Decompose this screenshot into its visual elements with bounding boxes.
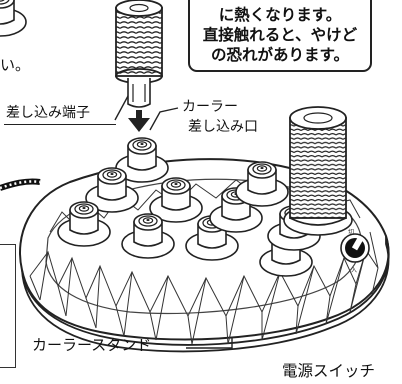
partial-text: い。 bbox=[0, 56, 31, 74]
left-partial-box bbox=[0, 244, 16, 368]
curler-mounted bbox=[283, 106, 353, 236]
svg-text:入: 入 bbox=[351, 267, 357, 274]
power-switch-knob[interactable]: 切 入 bbox=[340, 229, 370, 274]
svg-text:切: 切 bbox=[348, 229, 354, 236]
label-sashikomi-tanshi: 差し込み端子 bbox=[6, 105, 90, 121]
label-power-switch: 電源スイッチ bbox=[282, 362, 376, 380]
insert-arrow bbox=[128, 110, 150, 132]
warning-callout: に熱くなります。 直接触れると、やけど の恐れがあります。 bbox=[188, 0, 372, 72]
warning-line-1: に熱くなります。 bbox=[218, 6, 342, 24]
label-curler-inlet: 差し込み口 bbox=[188, 119, 258, 135]
warning-line-3: の恐れがあります。 bbox=[211, 46, 349, 64]
label-curler: カーラー bbox=[182, 99, 238, 115]
power-cord bbox=[0, 178, 41, 191]
label-underline bbox=[4, 124, 116, 125]
label-curler-stand: カーラースタンド bbox=[32, 336, 152, 354]
curler-inserting bbox=[115, 0, 163, 108]
warning-line-2: 直接触れると、やけど bbox=[202, 26, 358, 44]
leader-lines bbox=[114, 95, 233, 349]
